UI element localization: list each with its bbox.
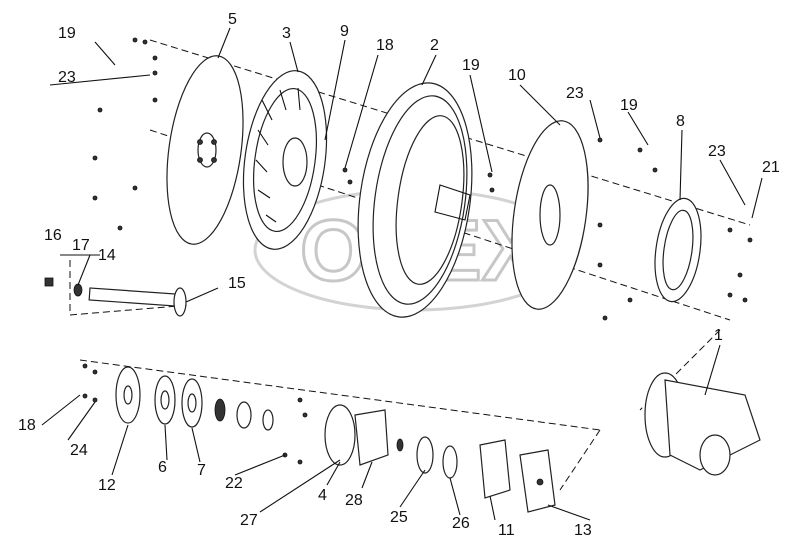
label-1: 1 [714, 327, 723, 344]
label-22: 22 [225, 475, 243, 492]
part-3-impeller [242, 70, 328, 250]
label-4: 4 [318, 487, 327, 504]
label-16: 16 [44, 227, 62, 244]
label-12: 12 [98, 477, 116, 494]
part-labels: 19 5 3 9 18 2 19 10 23 19 8 23 21 23 16 … [18, 11, 780, 539]
part-1-motor [644, 372, 761, 476]
label-18: 18 [376, 37, 394, 54]
label-26: 26 [452, 515, 470, 532]
label-25: 25 [390, 509, 408, 526]
label-3: 3 [282, 25, 291, 42]
label-19: 19 [620, 97, 638, 114]
label-2: 2 [430, 37, 439, 54]
label-5: 5 [228, 11, 237, 28]
part-5-disc [166, 55, 244, 245]
label-14: 14 [98, 247, 116, 264]
label-10: 10 [508, 67, 526, 84]
lower-assembly [115, 366, 556, 513]
label-11: 11 [498, 522, 515, 539]
label-21: 21 [762, 159, 780, 176]
bolts [82, 37, 753, 465]
part-8-ring [654, 197, 702, 303]
label-24: 24 [70, 442, 88, 459]
label-17: 17 [72, 237, 90, 254]
part-15-shaft [44, 277, 187, 317]
label-9: 9 [340, 23, 349, 40]
label-7: 7 [197, 462, 206, 479]
label-13: 13 [574, 522, 592, 539]
label-8: 8 [676, 113, 685, 130]
label-23: 23 [58, 69, 76, 86]
part-10-plate [511, 120, 589, 310]
label-19: 19 [58, 25, 76, 42]
label-28: 28 [345, 492, 363, 509]
label-23: 23 [708, 143, 726, 160]
part-2-volute [357, 82, 473, 318]
label-15: 15 [228, 275, 246, 292]
label-19: 19 [462, 57, 480, 74]
label-6: 6 [158, 459, 167, 476]
label-27: 27 [240, 512, 258, 529]
leader-lines [41, 27, 763, 521]
label-23: 23 [566, 85, 584, 102]
label-18: 18 [18, 417, 36, 434]
